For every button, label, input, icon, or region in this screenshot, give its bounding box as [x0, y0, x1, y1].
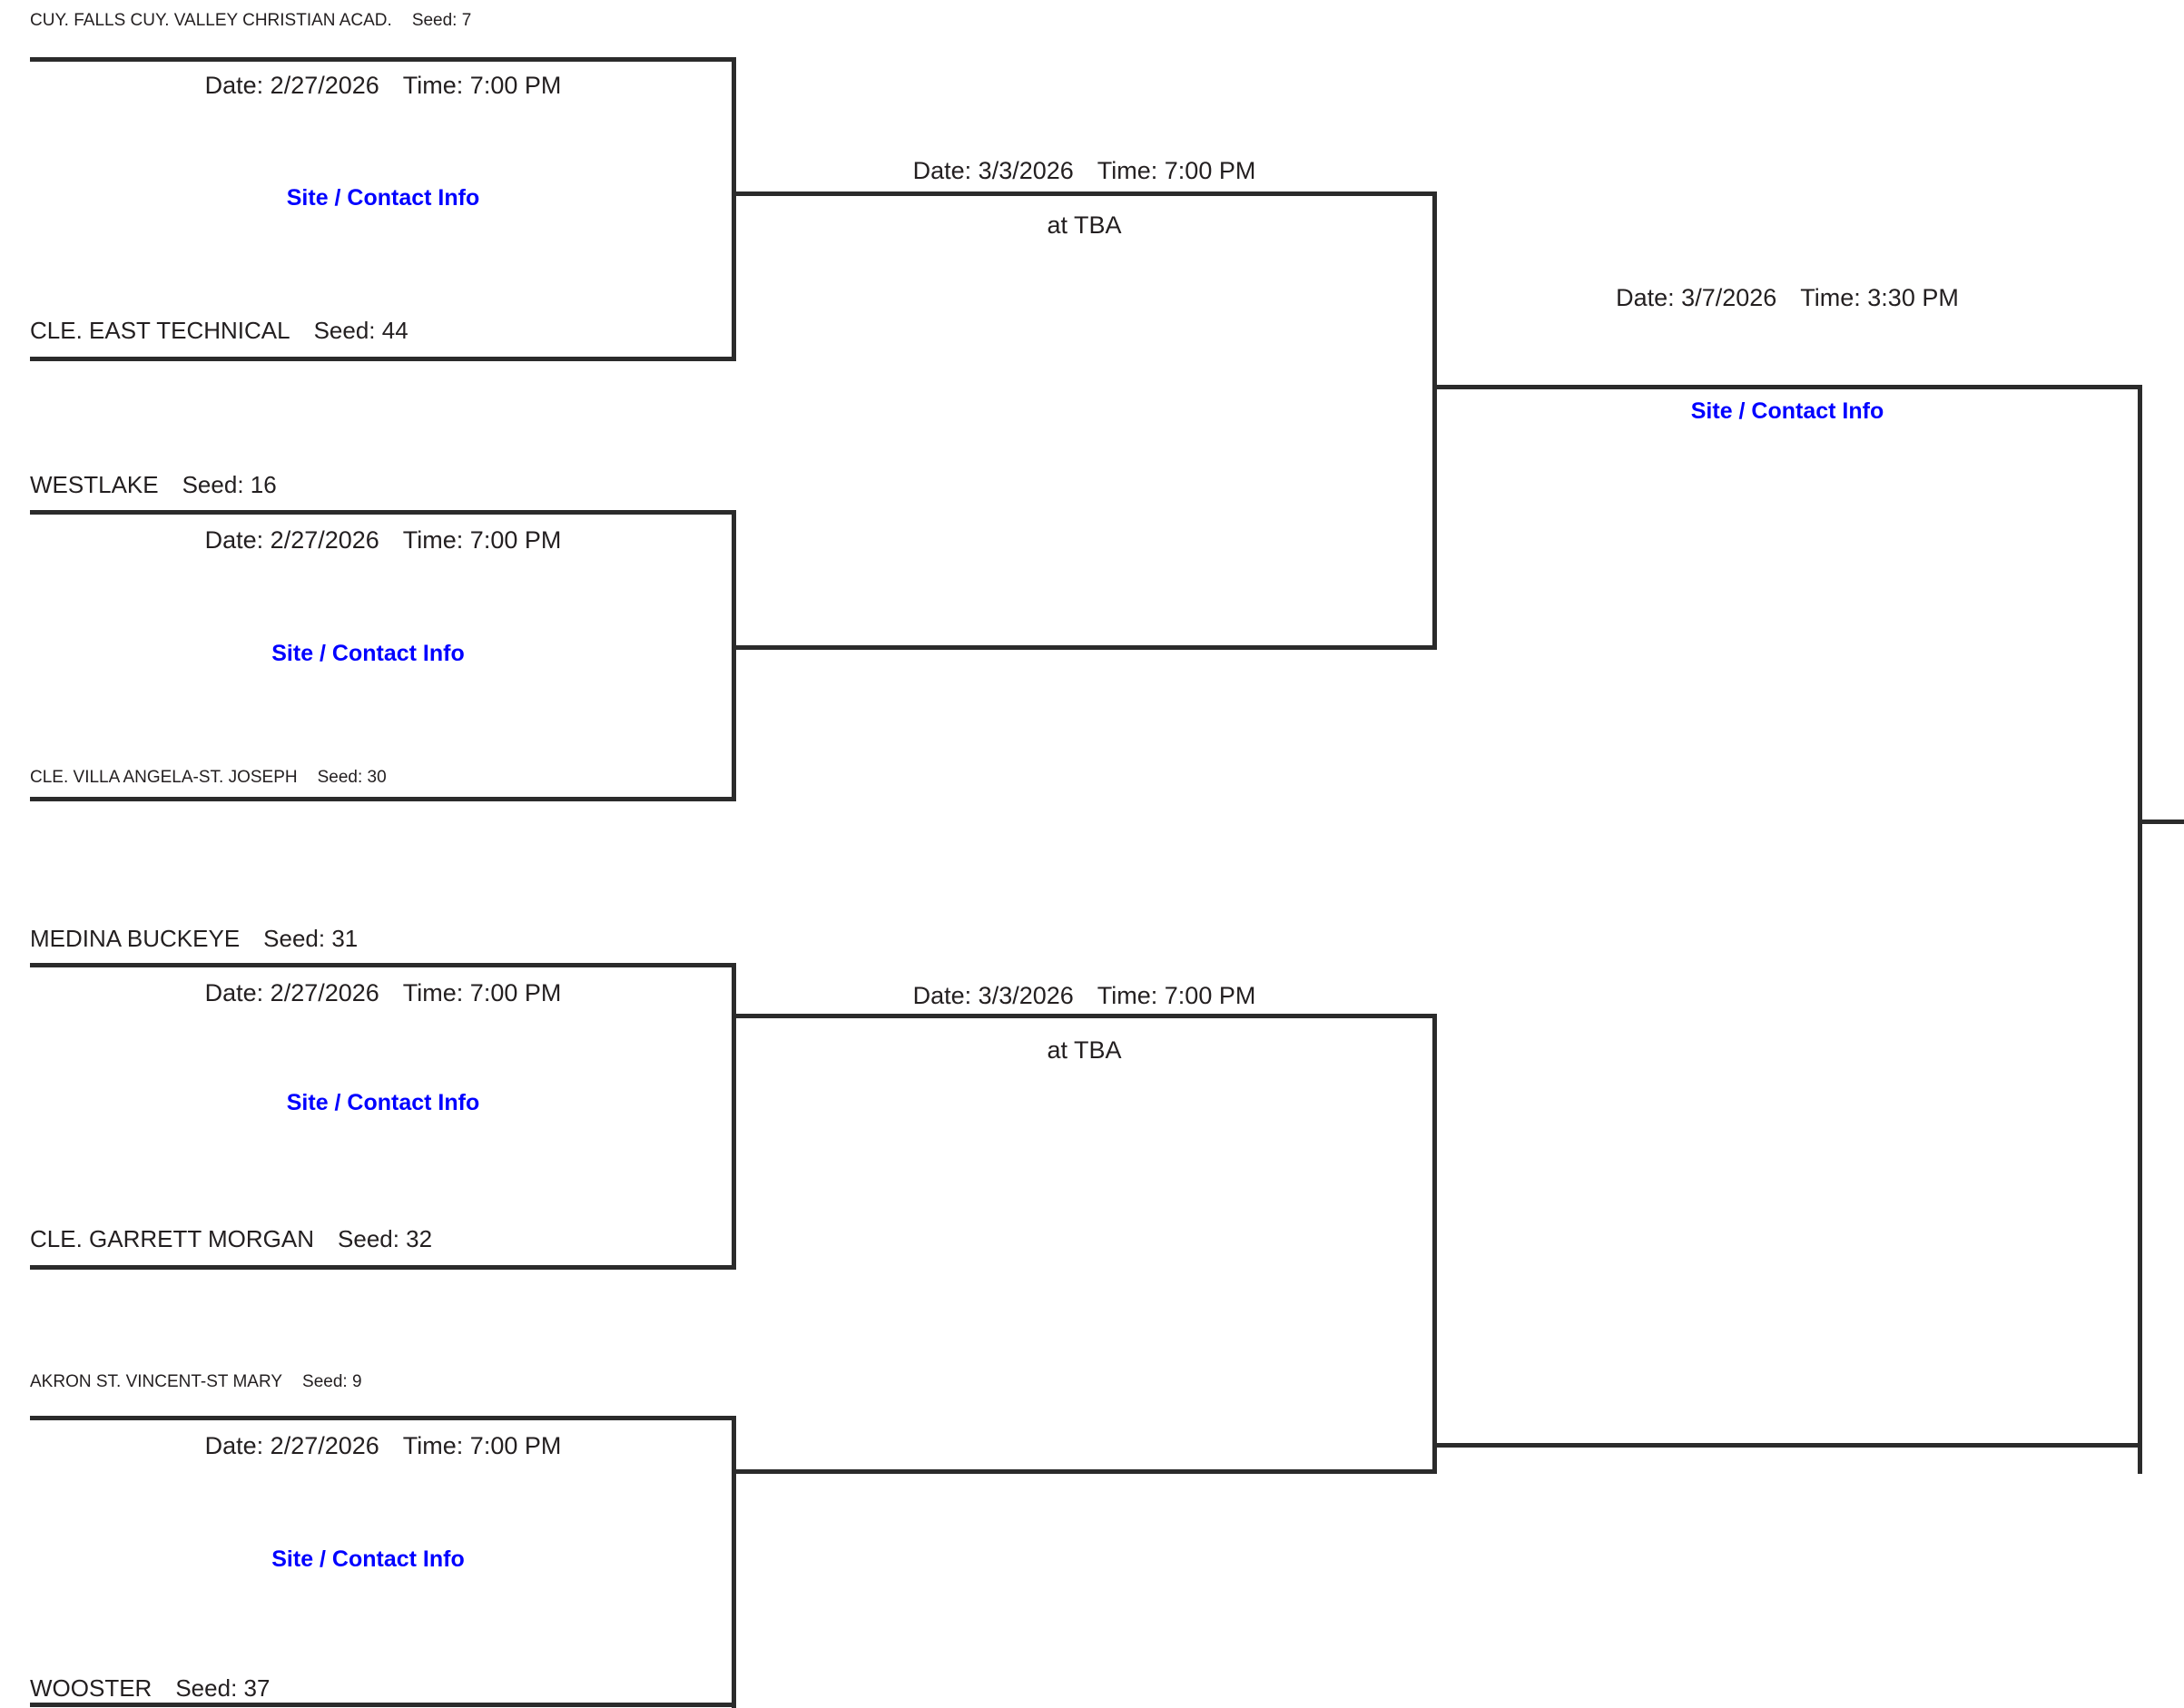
round1-game3-box-top — [30, 963, 736, 967]
team-seed: Seed: 7 — [411, 11, 472, 30]
round2-game1-box-right — [1432, 191, 1437, 650]
round1-game1-box-bottom — [30, 357, 736, 361]
round2-game2-venue: at TBA — [1047, 1036, 1122, 1064]
round1-game4-datetime: Date: 2/27/2026 Time: 7:00 PM — [30, 1432, 736, 1460]
round1-game4-box-bottom — [30, 1703, 736, 1707]
team-seed: Seed: 32 — [338, 1225, 433, 1252]
time-text: Time: 7:00 PM — [1097, 157, 1256, 184]
date-text: Date: 2/27/2026 — [204, 1432, 379, 1459]
team-seed: Seed: 16 — [182, 471, 277, 498]
round1-game3-site-contact-link[interactable]: Site / Contact Info — [286, 1090, 480, 1115]
time-text: Time: 7:00 PM — [402, 1432, 562, 1459]
round3-game1-box-bottom — [1432, 1443, 2142, 1448]
round1-game4-bottom-team: WOOSTER Seed: 37 — [30, 1674, 270, 1702]
team-seed: Seed: 31 — [263, 925, 359, 952]
round1-game1-bottom-team: CLE. EAST TECHNICAL Seed: 44 — [30, 317, 408, 344]
round2-game1-datetime: Date: 3/3/2026 Time: 7:00 PM — [732, 157, 1437, 185]
team-name: CUY. FALLS CUY. VALLEY CHRISTIAN ACAD. — [30, 11, 392, 30]
round1-game2-datetime: Date: 2/27/2026 Time: 7:00 PM — [30, 526, 736, 555]
round1-game3-box-right — [732, 963, 736, 1270]
team-name: MEDINA BUCKEYE — [30, 925, 241, 952]
round1-game3-top-team: MEDINA BUCKEYE Seed: 31 — [30, 925, 358, 952]
round1-game2-box-bottom — [30, 797, 736, 801]
round1-game3-bottom-team: CLE. GARRETT MORGAN Seed: 32 — [30, 1225, 432, 1252]
time-text: Time: 7:00 PM — [402, 72, 562, 99]
team-seed: Seed: 37 — [175, 1674, 271, 1702]
team-name: AKRON ST. VINCENT-ST MARY — [30, 1372, 283, 1391]
round1-game2-box-right — [732, 510, 736, 801]
team-seed: Seed: 30 — [317, 768, 387, 787]
time-text: Time: 3:30 PM — [1800, 284, 1959, 311]
date-text: Date: 3/7/2026 — [1616, 284, 1777, 311]
round1-game4-site-contact-link[interactable]: Site / Contact Info — [271, 1546, 465, 1572]
team-name: WESTLAKE — [30, 471, 159, 498]
round1-game1-box-top — [30, 57, 736, 62]
round2-game2-datetime: Date: 3/3/2026 Time: 7:00 PM — [732, 982, 1437, 1010]
time-text: Time: 7:00 PM — [402, 979, 562, 1006]
team-name: WOOSTER — [30, 1674, 152, 1702]
date-text: Date: 2/27/2026 — [204, 72, 379, 99]
round1-game3-box-bottom — [30, 1265, 736, 1270]
round1-game4-top-team: AKRON ST. VINCENT-ST MARY Seed: 9 — [30, 1372, 362, 1392]
round1-game4-box-right — [732, 1416, 736, 1708]
round1-game2-site-contact-link[interactable]: Site / Contact Info — [271, 641, 465, 666]
round1-game1-box-right — [732, 57, 736, 361]
date-text: Date: 3/3/2026 — [912, 982, 1074, 1009]
round1-game1-top-team: CUY. FALLS CUY. VALLEY CHRISTIAN ACAD. Se… — [30, 11, 471, 31]
round2-game1-box-bottom — [732, 645, 1437, 650]
round2-game2-box-top — [732, 1014, 1437, 1018]
round1-game4-box-top — [30, 1416, 736, 1420]
round2-game1-venue: at TBA — [1047, 211, 1122, 239]
round3-game1-datetime: Date: 3/7/2026 Time: 3:30 PM — [1432, 284, 2142, 312]
team-seed: Seed: 9 — [302, 1372, 362, 1391]
round2-game1-box-top — [732, 191, 1437, 196]
round2-game2-box-bottom — [732, 1469, 1437, 1474]
round1-game2-bottom-team: CLE. VILLA ANGELA-ST. JOSEPH Seed: 30 — [30, 768, 387, 788]
team-name: CLE. GARRETT MORGAN — [30, 1225, 315, 1252]
round3-game1-site-contact-link[interactable]: Site / Contact Info — [1690, 398, 1884, 424]
round1-game2-box-top — [30, 510, 736, 515]
round2-game2-box-right — [1432, 1014, 1437, 1474]
round3-game1-box-right — [2138, 385, 2142, 1474]
round1-game2-top-team: WESTLAKE Seed: 16 — [30, 471, 277, 498]
time-text: Time: 7:00 PM — [402, 526, 562, 554]
round1-game1-datetime: Date: 2/27/2026 Time: 7:00 PM — [30, 72, 736, 100]
date-text: Date: 2/27/2026 — [204, 526, 379, 554]
round3-winner-connector — [2138, 820, 2184, 824]
date-text: Date: 2/27/2026 — [204, 979, 379, 1006]
team-seed: Seed: 44 — [313, 317, 408, 344]
time-text: Time: 7:00 PM — [1097, 982, 1256, 1009]
date-text: Date: 3/3/2026 — [912, 157, 1074, 184]
round1-game3-datetime: Date: 2/27/2026 Time: 7:00 PM — [30, 979, 736, 1007]
round1-game1-site-contact-link[interactable]: Site / Contact Info — [286, 185, 480, 211]
team-name: CLE. EAST TECHNICAL — [30, 317, 290, 344]
team-name: CLE. VILLA ANGELA-ST. JOSEPH — [30, 768, 298, 787]
round3-game1-box-top — [1432, 385, 2142, 389]
